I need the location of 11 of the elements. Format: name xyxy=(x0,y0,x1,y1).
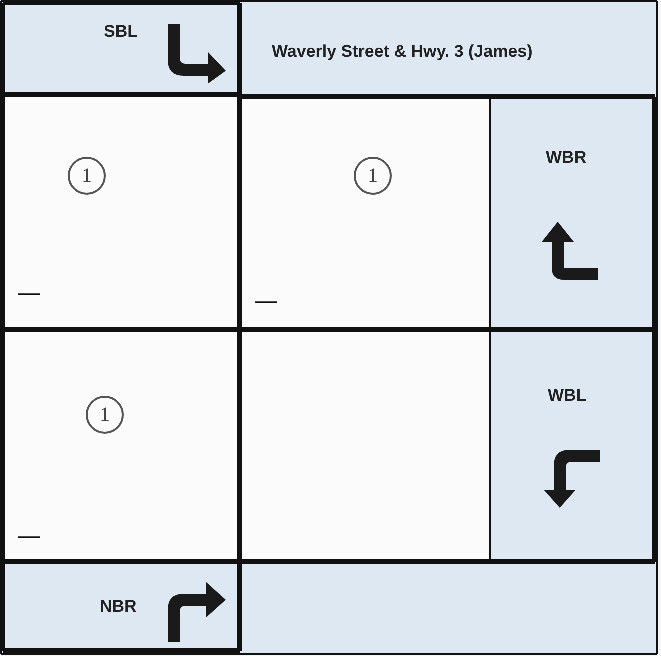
heading-text: SBL xyxy=(104,22,138,42)
heading-text: WBL xyxy=(548,386,587,406)
title: Waverly Street & Hwy. 3 (James) xyxy=(272,42,533,62)
dash-mark: — xyxy=(18,525,40,547)
circled-number: 1 xyxy=(68,157,106,195)
circled-number: 1 xyxy=(354,157,392,195)
heading-text: WBR xyxy=(546,148,587,168)
dash-mark: — xyxy=(18,282,40,304)
heading-text: NBR xyxy=(100,597,137,617)
circled-number: 1 xyxy=(86,396,124,434)
dash-mark: — xyxy=(255,290,277,312)
